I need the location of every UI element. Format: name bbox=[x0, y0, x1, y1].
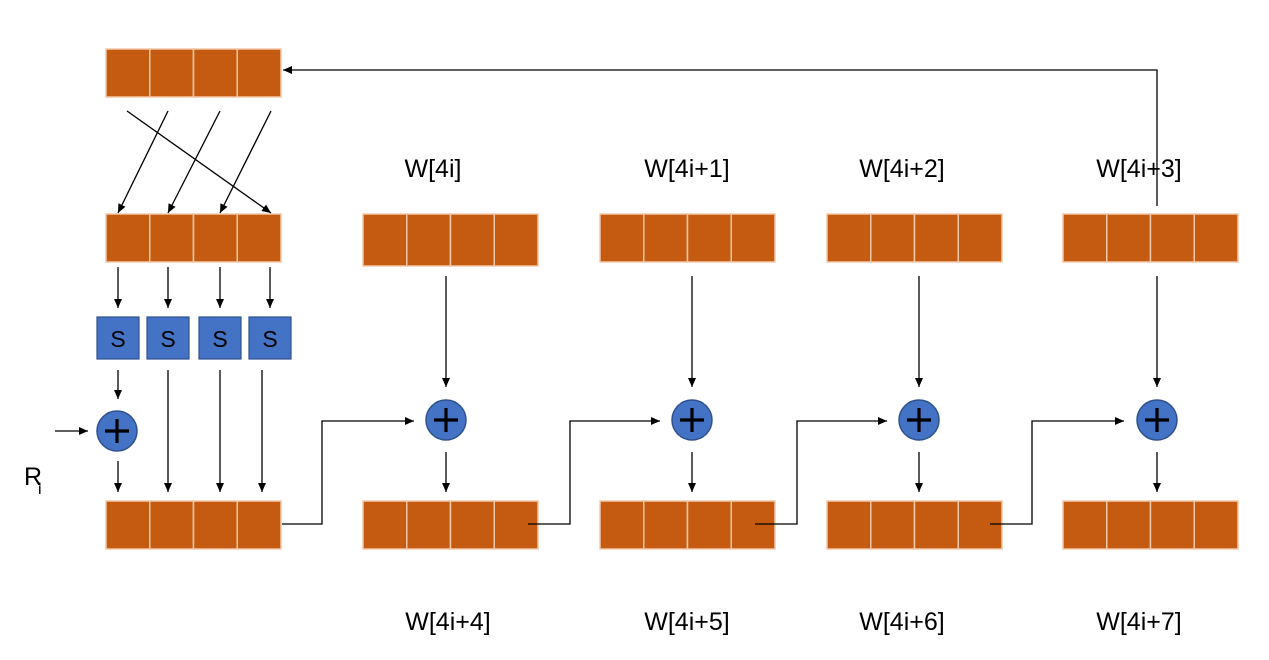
byte-cell bbox=[1106, 500, 1152, 550]
sbox-label: S bbox=[212, 326, 227, 352]
byte-cell bbox=[449, 500, 495, 550]
word-register bbox=[599, 213, 776, 263]
byte-cell bbox=[686, 500, 732, 550]
word-register bbox=[826, 500, 1003, 550]
byte-cell bbox=[1193, 213, 1239, 263]
s-box-icon: S bbox=[96, 316, 140, 360]
circled-plus-icon bbox=[671, 399, 713, 441]
byte-cell bbox=[105, 48, 151, 98]
wires bbox=[55, 66, 1161, 525]
s-box-icon: S bbox=[146, 316, 190, 360]
byte-cell bbox=[149, 213, 195, 263]
bottom-word-labels: W[4i+4] W[4i+5] W[4i+6] W[4i+7] bbox=[405, 608, 1181, 636]
byte-cell bbox=[236, 48, 282, 98]
word-register bbox=[599, 500, 776, 550]
byte-cell bbox=[730, 500, 776, 550]
chain-arrow bbox=[755, 417, 887, 525]
byte-cell bbox=[826, 213, 872, 263]
circled-plus-icon bbox=[425, 399, 467, 441]
byte-cell bbox=[192, 500, 238, 550]
circled-plus-icon bbox=[898, 399, 940, 441]
word-register bbox=[1062, 213, 1239, 263]
substituted-word-register bbox=[105, 500, 282, 550]
rotword-line bbox=[126, 110, 272, 214]
byte-cell bbox=[1062, 213, 1108, 263]
word-label: W[4i+3] bbox=[1096, 155, 1181, 183]
byte-cell bbox=[192, 48, 238, 98]
byte-cell bbox=[599, 213, 645, 263]
word-registers bbox=[105, 48, 1239, 550]
byte-cell bbox=[236, 500, 282, 550]
byte-cell bbox=[362, 500, 408, 550]
word-register bbox=[1062, 500, 1239, 550]
feedback-arrow bbox=[283, 66, 1158, 206]
word-label: W[4i] bbox=[405, 155, 462, 183]
word-register bbox=[362, 500, 539, 550]
byte-cell bbox=[686, 213, 732, 263]
word-label: W[4i+6] bbox=[859, 608, 944, 636]
sbox-label: S bbox=[110, 326, 125, 352]
byte-cell bbox=[406, 213, 452, 267]
byte-cell bbox=[493, 213, 539, 267]
xor-group bbox=[96, 399, 1178, 452]
round-constant-label: R i bbox=[24, 463, 42, 498]
circled-plus-icon bbox=[1136, 399, 1178, 441]
chain-arrow bbox=[528, 417, 660, 525]
word-label: W[4i+1] bbox=[644, 155, 729, 183]
byte-cell bbox=[449, 213, 495, 267]
s-box-icon: S bbox=[198, 316, 242, 360]
rotword-line bbox=[117, 110, 169, 214]
byte-cell bbox=[870, 500, 916, 550]
word-label: W[4i+5] bbox=[644, 608, 729, 636]
byte-cell bbox=[1149, 500, 1195, 550]
byte-cell bbox=[913, 213, 959, 263]
byte-cell bbox=[493, 500, 539, 550]
byte-cell bbox=[406, 500, 452, 550]
rotword-line bbox=[219, 110, 272, 214]
byte-cell bbox=[826, 500, 872, 550]
word-label: W[4i+4] bbox=[405, 608, 490, 636]
chain-arrow bbox=[282, 417, 414, 525]
byte-cell bbox=[149, 500, 195, 550]
word-label: W[4i+7] bbox=[1096, 608, 1181, 636]
sbox-label: S bbox=[262, 326, 277, 352]
byte-cell bbox=[192, 213, 238, 263]
byte-cell bbox=[913, 500, 959, 550]
byte-cell bbox=[105, 213, 151, 263]
byte-cell bbox=[1106, 213, 1152, 263]
byte-cell bbox=[362, 213, 408, 267]
rotated-word-register bbox=[105, 213, 282, 263]
circled-plus-icon bbox=[96, 410, 138, 452]
word-register bbox=[826, 213, 1003, 263]
s-box-icon: S bbox=[248, 316, 292, 360]
byte-cell bbox=[1149, 213, 1195, 263]
sbox-label: S bbox=[160, 326, 175, 352]
byte-cell bbox=[643, 500, 689, 550]
byte-cell bbox=[957, 500, 1003, 550]
byte-cell bbox=[1193, 500, 1239, 550]
word-register bbox=[362, 213, 539, 267]
round-constant-base: R bbox=[24, 463, 42, 491]
byte-cell bbox=[599, 500, 645, 550]
rotword-line bbox=[167, 110, 221, 214]
top-word-labels: W[4i] W[4i+1] W[4i+2] W[4i+3] bbox=[405, 155, 1182, 183]
byte-cell bbox=[643, 213, 689, 263]
source-word-register bbox=[105, 48, 282, 98]
byte-cell bbox=[149, 48, 195, 98]
byte-cell bbox=[1062, 500, 1108, 550]
word-label: W[4i+2] bbox=[859, 155, 944, 183]
byte-cell bbox=[105, 500, 151, 550]
round-constant-subscript: i bbox=[38, 481, 42, 498]
byte-cell bbox=[730, 213, 776, 263]
chain-arrow bbox=[990, 417, 1124, 525]
byte-cell bbox=[870, 213, 916, 263]
byte-cell bbox=[236, 213, 282, 263]
byte-cell bbox=[957, 213, 1003, 263]
